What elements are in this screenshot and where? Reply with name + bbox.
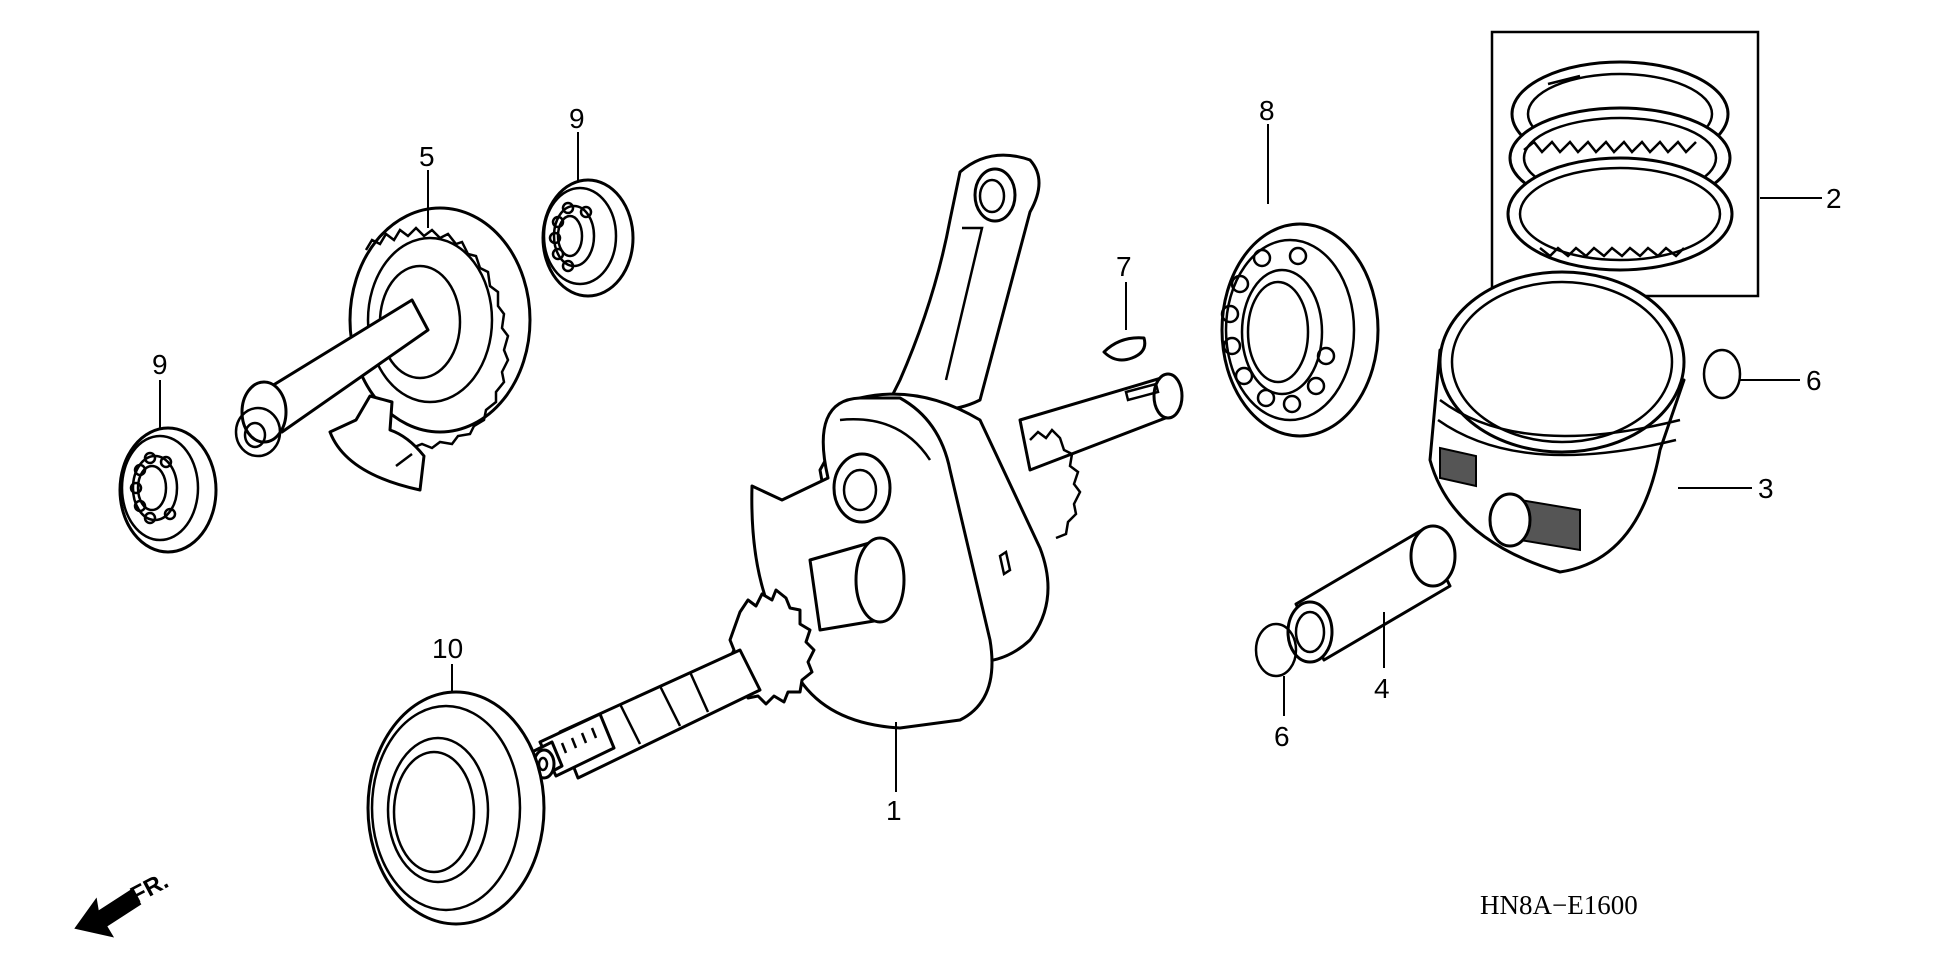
callouts: 9 5 9 8 7 2 6 3 4 6 10 1 xyxy=(152,95,1842,826)
leader-lines xyxy=(159,124,1822,792)
front-direction-arrow: FR. xyxy=(74,867,173,938)
callout-clip-left: 6 xyxy=(1274,721,1290,752)
balancer-shaft-gear xyxy=(234,206,532,492)
ball-bearing-large xyxy=(1220,222,1380,438)
callout-bearing-left: 9 xyxy=(152,349,168,380)
drawing-code: HN8A−E1600 xyxy=(1480,890,1638,920)
piston-pin-clip-right xyxy=(1702,348,1742,400)
callout-key: 7 xyxy=(1116,251,1132,282)
callout-piston: 3 xyxy=(1758,473,1774,504)
arrow-icon xyxy=(74,888,142,938)
crankshaft-assembly xyxy=(530,153,1184,780)
callout-bearing-upper: 9 xyxy=(569,103,585,134)
callout-bearing-large: 8 xyxy=(1259,95,1275,126)
piston-pin-clip-left xyxy=(1254,622,1298,678)
piston-pin xyxy=(1286,524,1457,664)
callout-oil-seal: 10 xyxy=(432,633,463,664)
piston-ring-set xyxy=(1490,30,1760,298)
ball-bearing-left xyxy=(118,426,218,554)
ball-bearing-upper xyxy=(541,178,635,298)
callout-piston-pin: 4 xyxy=(1374,673,1390,704)
piston xyxy=(1428,270,1686,574)
oil-seal xyxy=(366,690,546,926)
callout-clip-right: 6 xyxy=(1806,365,1822,396)
callout-piston-rings: 2 xyxy=(1826,183,1842,214)
callout-crankshaft: 1 xyxy=(886,795,902,826)
callout-balancer-gear: 5 xyxy=(419,141,435,172)
woodruff-key xyxy=(1102,336,1147,362)
